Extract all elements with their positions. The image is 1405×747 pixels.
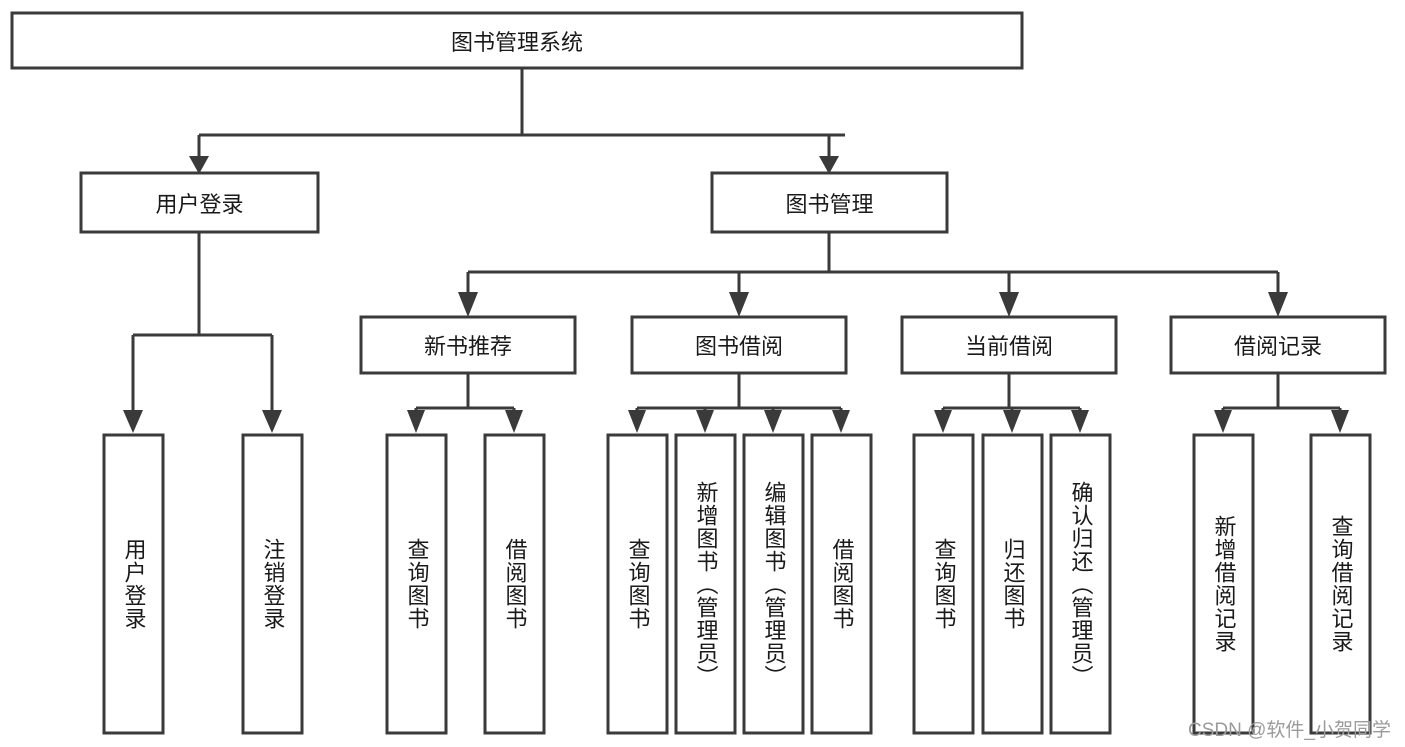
arrowhead-br-query — [1331, 410, 1349, 433]
leaf-bb-edit-book[interactable] — [742, 433, 805, 735]
leaf-bb-add-book[interactable] — [674, 433, 737, 735]
boxes-group — [10, 11, 1387, 735]
node-current-borrow[interactable] — [900, 315, 1118, 375]
leaf-nb-borrow-book[interactable] — [483, 433, 546, 735]
arrowhead-cb-return — [1003, 410, 1021, 433]
arrowhead-leaf-logout — [262, 410, 282, 433]
arrowhead-leaf-user-login — [123, 410, 143, 433]
arrowhead-bb-query — [628, 410, 646, 433]
edges-group — [123, 68, 1349, 433]
arrowhead-user-login — [189, 156, 209, 174]
arrowhead-current-borrow — [999, 292, 1019, 317]
node-new-book-recommend[interactable] — [359, 315, 577, 375]
leaf-cb-return-book[interactable] — [981, 433, 1044, 735]
node-user-login[interactable] — [79, 171, 320, 234]
leaf-br-add-record[interactable] — [1192, 433, 1255, 735]
arrowhead-book-borrow — [729, 292, 749, 317]
arrowhead-bb-borrow — [832, 410, 850, 433]
leaf-logout[interactable] — [241, 433, 304, 735]
arrowhead-nb-borrow — [505, 410, 523, 433]
leaf-br-query-record[interactable] — [1309, 433, 1372, 735]
leaf-user-login[interactable] — [102, 433, 165, 735]
node-book-management[interactable] — [710, 171, 949, 234]
leaf-bb-borrow-book[interactable] — [810, 433, 873, 735]
leaf-cb-query-book[interactable] — [912, 433, 975, 735]
arrowhead-nb-query — [407, 410, 425, 433]
node-book-borrow[interactable] — [630, 315, 848, 375]
arrowhead-bb-edit — [764, 410, 782, 433]
leaf-bb-query-book[interactable] — [606, 433, 669, 735]
arrowhead-bb-add — [696, 410, 714, 433]
arrowhead-cb-query — [934, 410, 952, 433]
arrowhead-borrow-record — [1268, 292, 1288, 317]
arrowhead-new-book — [458, 292, 478, 317]
leaf-nb-query-book[interactable] — [385, 433, 448, 735]
arrowhead-br-add — [1214, 410, 1232, 433]
leaf-cb-confirm-return[interactable] — [1049, 433, 1112, 735]
node-borrow-record[interactable] — [1169, 315, 1387, 375]
arrowhead-book-mgmt — [819, 156, 839, 174]
arrowhead-cb-confirm — [1071, 410, 1089, 433]
node-root[interactable] — [10, 11, 1024, 70]
